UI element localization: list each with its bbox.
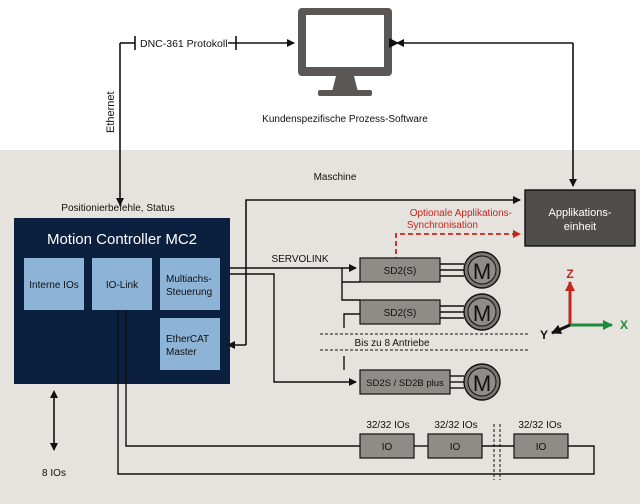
io-link-label: IO-Link (106, 280, 139, 291)
io-module-2-label: 32/32 IOs (434, 420, 477, 431)
protocol-label: DNC-361 Protokoll (140, 38, 228, 50)
io-module-2-text: IO (450, 442, 461, 453)
application-unit-line2: einheit (564, 221, 596, 233)
internal-ios-block (24, 258, 84, 310)
controller-to-app-line (245, 196, 521, 345)
io-module-1-text: IO (382, 442, 393, 453)
motor-2-icon: M (463, 293, 501, 331)
drive-chain-4 (341, 282, 360, 301)
io-module-1-label: 32/32 IOs (366, 420, 409, 431)
ios-up-arrowhead (50, 390, 58, 398)
io-bus-outer (117, 310, 595, 475)
controller-title: Motion Controller MC2 (47, 231, 197, 248)
servolink-label: SERVOLINK (271, 254, 328, 265)
application-unit-box (524, 189, 636, 247)
motor-cable-1 (440, 263, 464, 277)
drive-2-label: SD2(S) (384, 308, 417, 319)
io-bus-inner (125, 310, 360, 447)
x-axis-label: X (620, 318, 628, 332)
computer-monitor-icon (298, 8, 392, 96)
drive-3-box (359, 369, 451, 395)
motor-1-icon: M (463, 251, 501, 289)
drive-3-label: SD2S / SD2B plus (366, 378, 444, 389)
motor-3-icon: M (463, 363, 501, 401)
ethercat-label-1: EtherCAT (166, 334, 209, 345)
io-link-block (92, 258, 152, 310)
io-module-3-text: IO (536, 442, 547, 453)
internal-ios-label: Interne IOs (29, 280, 78, 291)
optional-sync-line2: Synchronisation (407, 220, 478, 231)
io-module-3-box (513, 433, 569, 459)
machine-label: Maschine (314, 172, 357, 183)
application-unit-line1: Applikations- (549, 207, 612, 219)
monitor-arrowhead (396, 39, 404, 47)
drive-chain-2 (343, 313, 360, 328)
positioning-label: Positionierbefehle, Status (61, 203, 174, 214)
motor-cable-3 (450, 375, 464, 389)
y-axis-arrow (551, 323, 571, 335)
multiaxis-block (160, 258, 220, 310)
optional-sync-arrow (395, 230, 521, 262)
ethercat-label-2: Master (166, 347, 197, 358)
y-axis-label: Y (540, 328, 548, 342)
svg-text:M: M (473, 301, 491, 326)
upto-drives-label: Bis zu 8 Antriebe (354, 338, 429, 349)
drive-1-box (359, 257, 441, 283)
svg-text:M: M (473, 371, 491, 396)
ethernet-label: Ethernet (105, 91, 117, 133)
optional-sync-line1: Optionale Applikations- (410, 208, 512, 219)
svg-text:M: M (473, 259, 491, 284)
drive-1-label: SD2(S) (384, 266, 417, 277)
z-axis-label: Z (566, 267, 573, 281)
software-label: Kundenspezifische Prozess-Software (262, 114, 428, 125)
multiaxis-label-1: Multiachs- (166, 274, 212, 285)
multiaxis-label-2: Steuerung (166, 287, 212, 298)
io-module-1-box (359, 433, 415, 459)
servolink-line-bottom (230, 273, 357, 386)
io-module-2-box (427, 433, 483, 459)
motor-cable-2 (440, 305, 464, 319)
eight-ios-label: 8 IOs (42, 468, 66, 479)
ethercat-block (160, 318, 220, 370)
io-module-3-label: 32/32 IOs (518, 420, 561, 431)
